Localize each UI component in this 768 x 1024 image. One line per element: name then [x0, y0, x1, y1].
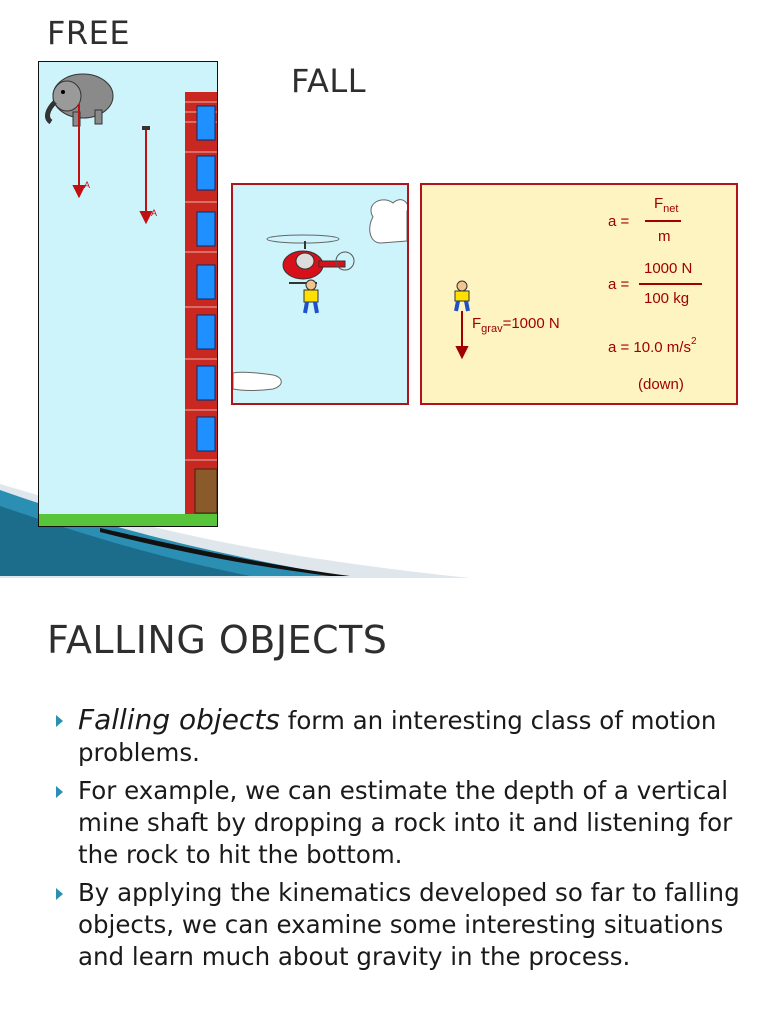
ball-arrow [139, 126, 153, 225]
force-symbol: F [472, 315, 481, 332]
acceleration-exponent: 2 [691, 336, 697, 347]
gravity-force-arrow [455, 311, 469, 360]
bullet-list: Falling objects form an interesting clas… [50, 704, 750, 979]
bullet-arrow-icon [56, 715, 63, 727]
ball-arrow-label: A [151, 208, 157, 218]
bullet-text: By applying the kinematics developed so … [78, 878, 740, 971]
fnet-symbol: F [654, 195, 663, 212]
bullet-item: For example, we can estimate the depth o… [50, 775, 750, 871]
helicopter-illustration [231, 183, 409, 405]
fnet-subscript: net [663, 203, 678, 215]
bullet-text: form an interesting class of motion prob… [78, 706, 717, 767]
equation-a-label: a = [608, 213, 630, 230]
person-icon [303, 279, 319, 314]
bullet-emphasis: Falling objects [78, 703, 280, 736]
bullet-text: For example, we can estimate the depth o… [78, 776, 733, 869]
elephant-arrow [72, 104, 86, 199]
denominator-value: 100 kg [644, 290, 689, 307]
cloud-icon [369, 199, 407, 244]
mass-symbol: m [658, 228, 671, 245]
svg-text:Fnet: Fnet [654, 195, 678, 215]
bullet-item: Falling objects form an interesting clas… [50, 704, 750, 769]
slide-title-free: FREE [47, 14, 131, 52]
force-subscript: grav [481, 323, 503, 335]
tower-illustration: A A [38, 61, 218, 527]
falling-person-icon [454, 280, 470, 312]
equation-panel: Fgrav=1000 N a = Fnet m a = 1000 N 100 k… [420, 183, 738, 405]
slide-title-fall: FALL [291, 62, 367, 100]
grass [39, 514, 217, 526]
helicopter-icon [266, 234, 355, 284]
bullet-arrow-icon [56, 888, 63, 900]
svg-text:Fgrav=1000 N: Fgrav=1000 N [472, 315, 560, 335]
elephant-arrow-label: A [84, 180, 90, 190]
section-title: FALLING OBJECTS [47, 618, 388, 662]
elephant-icon [45, 73, 114, 127]
bullet-arrow-icon [56, 786, 63, 798]
numerator-value: 1000 N [644, 260, 692, 277]
acceleration-result: a = 10.0 m/s [608, 339, 691, 356]
direction-label: (down) [638, 376, 684, 393]
brick-building [185, 92, 217, 516]
decorative-swoosh [0, 484, 470, 578]
equation-a-label-2: a = [608, 276, 630, 293]
force-value: =1000 N [503, 315, 560, 332]
svg-text:a = 10.0 m/s2: a = 10.0 m/s2 [608, 336, 697, 356]
bullet-item: By applying the kinematics developed so … [50, 877, 750, 973]
cloud-icon [233, 371, 282, 391]
